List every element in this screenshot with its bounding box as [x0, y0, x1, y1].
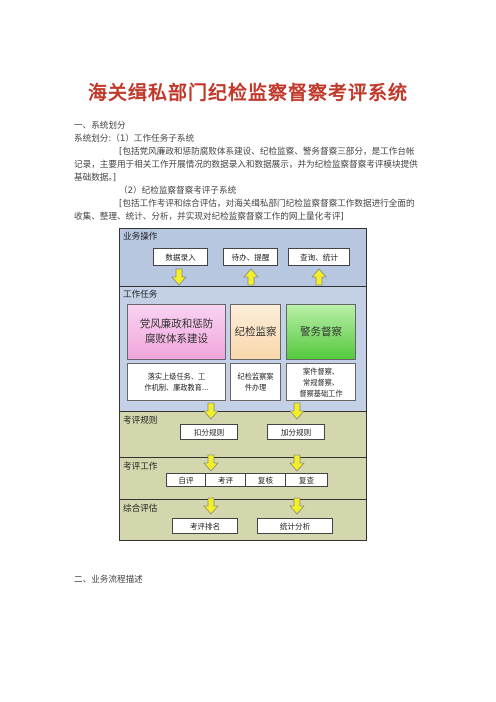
rule-box-bonus: 加分规则 [267, 424, 325, 440]
band-overall: 综合评估 考评排名 统计分析 [120, 497, 366, 540]
column-title-line: 腐败体系建设 [145, 333, 208, 345]
down-arrow-icon [203, 497, 219, 515]
business-box-data-entry: 数据录入 [153, 248, 208, 266]
band-work-label: 考评工作 [123, 462, 158, 472]
system-diagram: 业务操作 数据录入 待办、提醒 查询、统计 工作任务 党风廉政和惩防腐败体系建设… [119, 228, 367, 541]
down-arrow-icon [289, 454, 305, 472]
page-title: 海关缉私部门纪检监察督察考评系统 [87, 82, 408, 104]
paragraph-2-line-2: 收集、整理、统计、分析，并实现对纪检监察督察工作的网上量化考评] [74, 212, 344, 222]
paragraph-1-line-3: 基础数据。] [74, 173, 117, 183]
column-discipline-title: 纪检监察 [230, 304, 281, 360]
subsection-1: 系统划分:（1）工作任务子系统 [74, 134, 195, 144]
band-business: 业务操作 数据录入 待办、提醒 查询、统计 [120, 229, 366, 287]
column-party-conduct-title: 党风廉政和惩防腐败体系建设 [127, 304, 226, 360]
down-arrow-icon [289, 497, 305, 515]
work-box-recheck: 复查 [285, 473, 328, 487]
column-desc-line: 作机制、廉政教育... [144, 383, 209, 392]
business-box-query: 查询、统计 [288, 248, 350, 266]
column-police-inspection-title: 警务督察 [286, 304, 356, 360]
column-desc-line: 常规督察、 [303, 377, 339, 387]
down-arrow-icon [289, 402, 305, 420]
paragraph-2-line-1: [包括工作考评和综合评估，对海关缉私部门纪检监察督察工作数据进行全面的 [119, 199, 415, 209]
section-heading-2: 二、业务流程描述 [74, 575, 143, 585]
column-police-inspection-desc: 案件督察、常规督察、督察基础工作 [286, 363, 356, 401]
column-desc-line: 纪检监察案 [237, 372, 274, 381]
business-box-todo: 待办、提醒 [223, 248, 278, 266]
band-business-label: 业务操作 [123, 232, 158, 242]
work-box-self-eval: 自评 [166, 473, 206, 487]
work-box-eval: 考评 [205, 473, 246, 487]
band-tasks: 工作任务 党风廉政和惩防腐败体系建设 落实上级任务、工作机制、廉政教育... 纪… [120, 287, 366, 412]
column-discipline-desc: 纪检监察案件办理 [230, 363, 281, 401]
column-party-conduct-desc: 落实上级任务、工作机制、廉政教育... [127, 363, 226, 401]
subsection-2: （2）纪检监察督察考评子系统 [119, 186, 237, 196]
up-arrow-icon [311, 268, 327, 286]
band-rules: 考评规则 扣分规则 加分规则 [120, 402, 366, 458]
paragraph-1-line-1: [包括党风廉政和惩防腐败体系建设、纪检监察、警务督察三部分，是工作台帐 [119, 147, 415, 157]
column-desc-line: 督察基础工作 [299, 388, 343, 398]
overall-box-ranking: 考评排名 [172, 518, 238, 534]
paragraph-1-line-2: 记录，主要用于相关工作开展情况的数据录入和数据展示，并为纪检监察督察考评模块提供 [74, 160, 418, 170]
column-desc-line: 案件督察、 [303, 366, 339, 376]
overall-box-stats: 统计分析 [257, 518, 333, 534]
section-heading-1: 一、系统划分 [74, 121, 126, 131]
band-tasks-label: 工作任务 [123, 290, 158, 300]
column-desc-line: 件办理 [244, 383, 267, 392]
column-desc-line: 落实上级任务、工 [147, 372, 206, 381]
column-title-line: 党风廉政和惩防 [139, 318, 214, 330]
rule-box-deduct: 扣分规则 [180, 424, 238, 440]
up-arrow-icon [243, 268, 259, 286]
down-arrow-icon [171, 268, 187, 286]
down-arrow-icon [203, 454, 219, 472]
column-title-line: 警务督察 [300, 325, 342, 338]
column-title-line: 纪检监察 [234, 325, 277, 338]
band-rules-label: 考评规则 [123, 416, 158, 426]
band-overall-label: 综合评估 [123, 504, 158, 514]
down-arrow-icon [203, 402, 219, 420]
band-work: 考评工作 自评 考评 复核 复查 [120, 454, 366, 500]
work-box-review: 复核 [245, 473, 286, 487]
